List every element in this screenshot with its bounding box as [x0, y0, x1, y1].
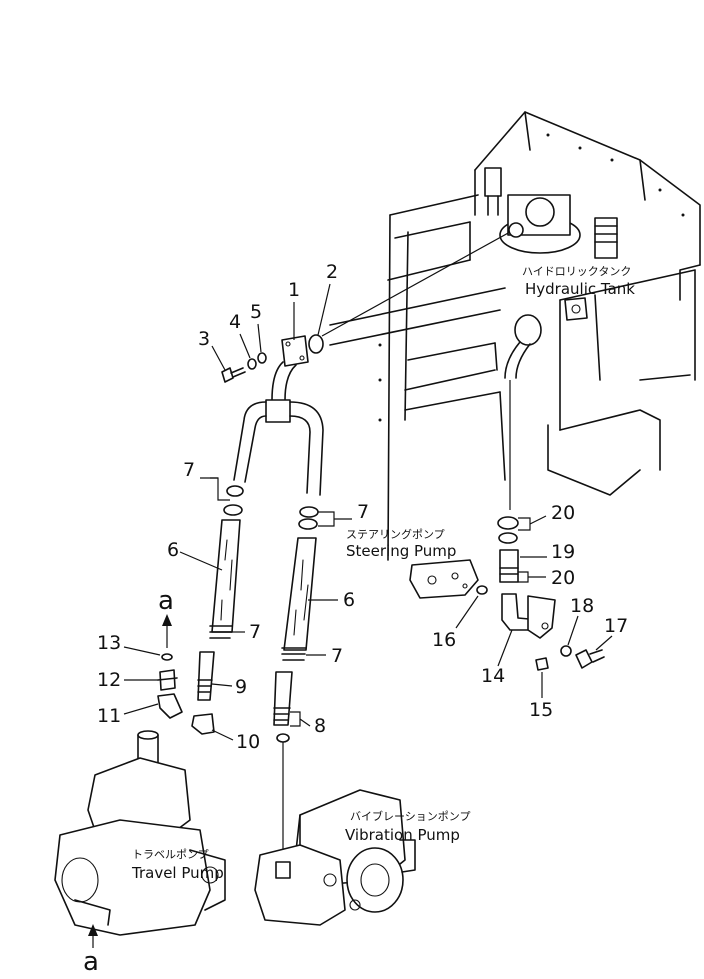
part-number: 8: [314, 715, 326, 737]
ref-a-bottom: a: [83, 947, 99, 974]
part-number: 4: [229, 311, 241, 333]
hydraulic-tank-label: Hydraulic Tank: [525, 280, 635, 298]
part-number: 6: [167, 539, 179, 561]
part-number: 13: [97, 632, 121, 654]
return-line-chain: [476, 516, 605, 671]
part-number: 2: [326, 261, 338, 283]
part-number: 3: [198, 328, 210, 350]
left-fittings: [157, 614, 183, 719]
hydraulic-tank-label-jp: ハイドロリックタンク: [522, 265, 631, 278]
steering-pump-label-jp: ステアリングポンプ: [346, 527, 445, 541]
part-callouts: 1 2 3 4 5 7 7 6 6 7 7 8 9: [97, 261, 628, 753]
steering-pump-drawing: [409, 559, 479, 599]
part-number: 17: [604, 615, 628, 637]
part-number: 10: [236, 731, 260, 753]
part-number: 7: [357, 501, 369, 523]
part-number: 18: [570, 595, 594, 617]
vibration-pump-label: Vibration Pump: [345, 826, 460, 844]
part-number: 14: [481, 665, 505, 687]
travel-pump-label-jp: トラベルポンプ: [132, 848, 209, 861]
part-number: 16: [432, 629, 456, 651]
ref-a-top: a: [158, 586, 174, 616]
vibration-pump-label-jp: バイブレーションポンプ: [350, 809, 470, 823]
part-number: 7: [183, 459, 195, 481]
travel-pump-label: Travel Pump: [131, 864, 224, 882]
tank-leader-line: [321, 231, 511, 337]
hydraulic-tank-drawing: [329, 111, 701, 561]
vibration-pump-drawing: [254, 789, 416, 926]
part-number: 19: [551, 541, 575, 563]
part-number: 15: [529, 699, 553, 721]
part-number: 11: [97, 705, 121, 727]
part-number: 7: [331, 645, 343, 667]
part-number: 1: [288, 279, 300, 301]
part-number: 5: [250, 301, 262, 323]
suction-pipe-assembly: [221, 334, 324, 496]
part-number: 9: [235, 676, 247, 698]
part-number: 7: [249, 621, 261, 643]
ref-a-bottom-arrow: [88, 924, 98, 948]
part-number: 20: [551, 567, 575, 589]
right-hose-chain: [273, 506, 319, 865]
part-number: 12: [97, 669, 121, 691]
travel-pump-drawing: [54, 730, 226, 936]
steering-pump-label: Steering Pump: [346, 542, 456, 560]
part-number: 6: [343, 589, 355, 611]
part-number: 20: [551, 502, 575, 524]
